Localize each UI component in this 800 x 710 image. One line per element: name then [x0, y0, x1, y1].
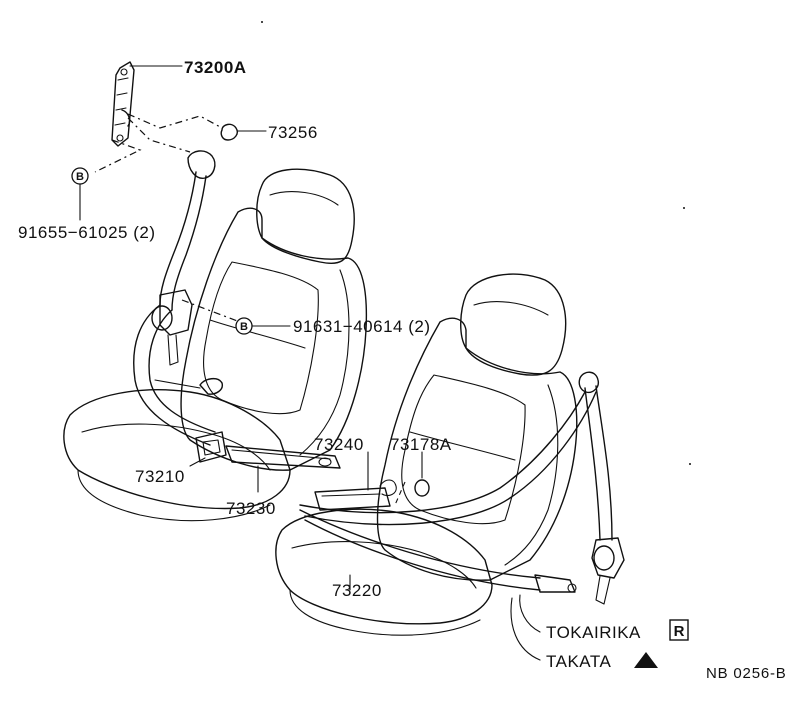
anchor-adjuster-73200A: [111, 61, 183, 147]
front-seat-drawing: [63, 168, 368, 522]
rear-seat-drawing: [275, 273, 578, 636]
label-91631-40614: 91631−40614 (2): [293, 317, 430, 336]
label-73200A: 73200A: [184, 58, 247, 77]
brand-takata-text: TAKATA: [546, 652, 612, 671]
callout-b-upper-text: B: [76, 171, 84, 183]
rear-belt-assembly: [299, 371, 625, 605]
front-belt-assembly: [133, 150, 341, 493]
callout-b-upper: B: [71, 167, 89, 185]
tokairika-logo-icon: [669, 619, 689, 641]
label-73230: 73230: [226, 499, 276, 518]
label-73240: 73240: [314, 435, 364, 454]
callout-b-lower: B: [235, 317, 253, 335]
brand-tokairika-text: TOKAIRIKA: [546, 623, 641, 642]
label-73178A: 73178A: [390, 435, 452, 454]
label-73210: 73210: [135, 467, 185, 486]
label-73220: 73220: [332, 581, 382, 600]
brand-tokairika: TOKAIRIKA R: [546, 619, 689, 642]
bolt-73256: [220, 123, 267, 141]
callout-b-lower-text: B: [240, 321, 248, 333]
takata-logo-icon: [634, 652, 658, 668]
brand-takata: TAKATA: [546, 652, 658, 671]
tokairika-logo-letter: R: [674, 623, 685, 640]
label-73256: 73256: [268, 123, 318, 142]
label-91655-61025: 91655−61025 (2): [18, 223, 155, 242]
figure-code: NB 0256-B: [706, 665, 787, 682]
